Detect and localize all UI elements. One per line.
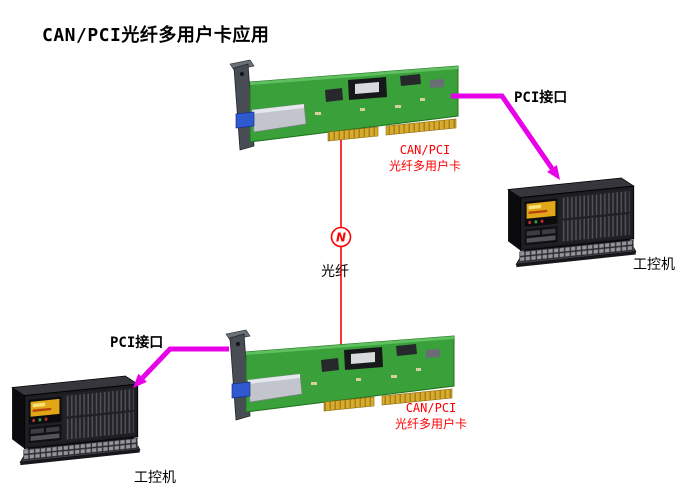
bottom-card-label-line2: 光纤多用户卡 <box>394 417 467 431</box>
left-computer-label: 工控机 <box>134 470 176 486</box>
pci-arrow-bottom-head-icon <box>133 373 147 388</box>
bottom-card-label-line1: CAN/PCI <box>405 401 457 415</box>
page-title: CAN/PCI光纤多用户卡应用 <box>42 25 270 46</box>
pci-port-label-bottom: PCI接口 <box>110 335 164 351</box>
right-computer-label: 工控机 <box>633 257 675 273</box>
left-industrial-pc-graphic <box>11 375 141 466</box>
top-pci-card-graphic <box>229 59 459 151</box>
bottom-card-label: CAN/PCI 光纤多用户卡 <box>389 400 473 432</box>
top-card-label-line1: CAN/PCI <box>399 143 451 157</box>
right-industrial-pc-graphic <box>507 177 637 268</box>
fiber-symbol-icon: N <box>336 231 346 245</box>
fiber-label: 光纤 <box>321 264 349 280</box>
top-card-label-line2: 光纤多用户卡 <box>388 159 461 173</box>
top-card-label: CAN/PCI 光纤多用户卡 <box>383 142 467 174</box>
pci-port-label-top: PCI接口 <box>514 90 568 106</box>
fiber-symbol-circle <box>330 226 352 248</box>
pci-arrow-top <box>451 93 555 170</box>
pci-arrow-top-head-icon <box>547 165 560 180</box>
pci-arrow-bottom <box>140 346 229 380</box>
